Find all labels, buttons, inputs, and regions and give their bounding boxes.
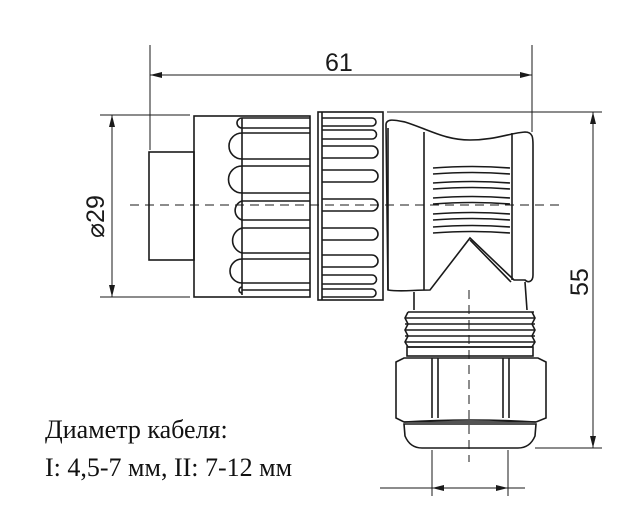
diameter-dimension bbox=[100, 114, 190, 298]
height-label: 55 bbox=[566, 268, 594, 296]
diameter-label: ⌀29 bbox=[82, 195, 110, 238]
sleeve-grooves bbox=[227, 117, 310, 295]
cable-diameter-dimension bbox=[380, 450, 525, 496]
connector-body bbox=[148, 111, 547, 449]
cable-seal-cap bbox=[403, 423, 537, 449]
length-dimension bbox=[149, 45, 533, 150]
length-label: 61 bbox=[325, 49, 353, 77]
thread bbox=[404, 311, 536, 357]
cable-diameter-ranges: I: 4,5-7 мм, II: 7-12 мм bbox=[45, 453, 293, 482]
nut bbox=[395, 357, 547, 423]
ring-ribs bbox=[322, 117, 379, 298]
housing-ribs bbox=[432, 165, 511, 234]
height-dimension bbox=[387, 111, 602, 449]
cable-diameter-heading: Диаметр кабеля: bbox=[45, 415, 228, 444]
